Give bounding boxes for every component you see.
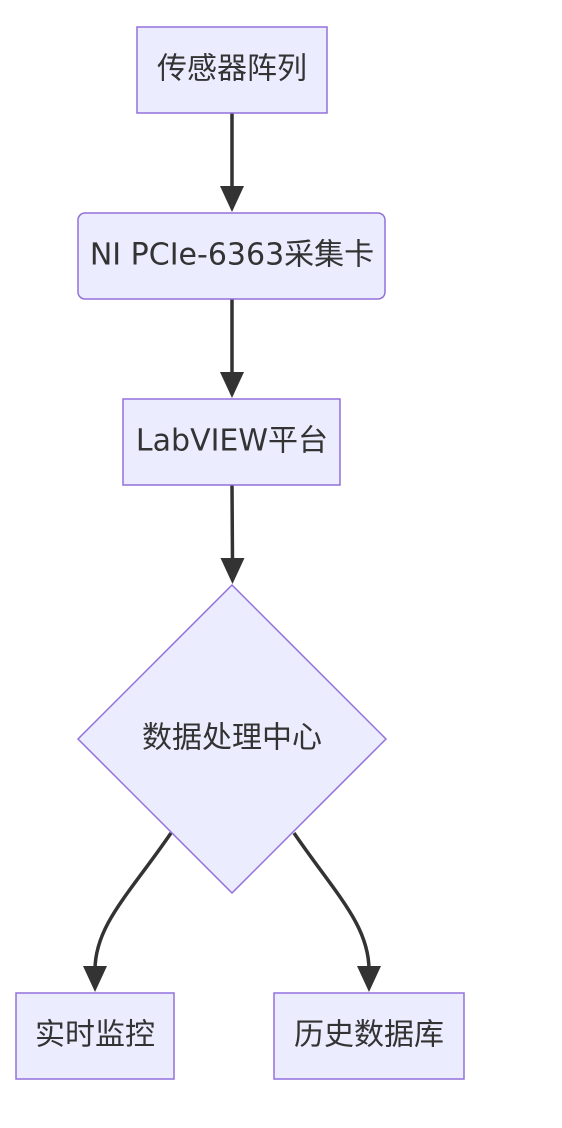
node-labview-label: LabVIEW平台 [136,424,328,459]
node-history-db: 历史数据库 [273,992,465,1080]
node-realtime-monitor-label: 实时监控 [35,1018,155,1053]
node-daq-card: NI PCIe-6363采集卡 [77,212,386,300]
arrowhead-realtime [83,966,107,992]
edge-labview-to-processing [230,484,235,563]
arrowhead-daq [220,186,244,212]
node-realtime-monitor: 实时监控 [15,992,175,1080]
edge-processing-to-history [292,832,371,971]
node-daq-card-label: NI PCIe-6363采集卡 [90,238,374,273]
node-labview: LabVIEW平台 [122,398,341,486]
node-history-db-label: 历史数据库 [294,1018,444,1053]
arrowhead-labview [220,372,244,398]
node-processing-center: 数据处理中心 [76,583,388,895]
node-sensor-array: 传感器阵列 [136,26,328,114]
edge-processing-to-realtime [93,832,173,971]
edges [83,113,381,992]
node-processing-center-label: 数据处理中心 [142,721,322,756]
node-sensor-array-label: 传感器阵列 [157,52,307,87]
arrowhead-history [357,966,381,992]
arrowhead-processing [220,558,245,584]
